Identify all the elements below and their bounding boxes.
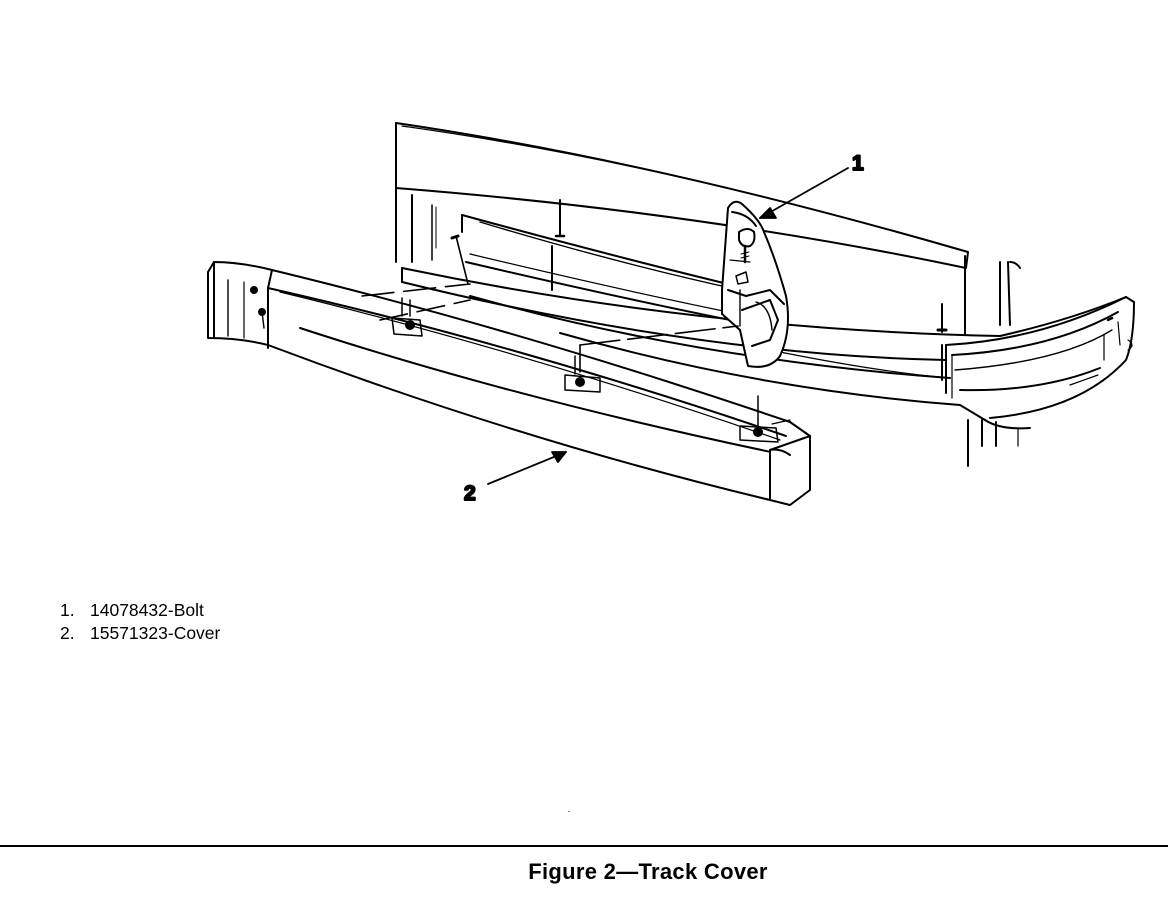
caption-rule (0, 845, 1168, 847)
mount-boss-3 (739, 395, 791, 443)
legend-item: 2. 15571323-Cover (60, 622, 220, 645)
mount-boss-2 (564, 355, 601, 393)
callout-2-label: 2 (464, 482, 476, 505)
track-cover (207, 261, 811, 506)
alignment-guides (361, 234, 741, 373)
parts-legend: 1. 14078432-Bolt 2. 15571323-Cover (60, 599, 220, 645)
figure-caption: Figure 2—Track Cover (528, 859, 768, 884)
legend-item: 1. 14078432-Bolt (60, 599, 220, 622)
legend-item-text: 15571323-Cover (90, 623, 221, 643)
scan-speck (568, 811, 570, 812)
legend-item-text: 14078432-Bolt (90, 600, 204, 620)
callout-leaders (487, 167, 849, 485)
mount-boss-1 (391, 297, 423, 337)
bolt (738, 228, 756, 264)
legend-item-number: 1. (60, 600, 75, 620)
legend-item-number: 2. (60, 623, 75, 643)
fastener-dot-1 (250, 286, 258, 294)
vehicle-body (395, 122, 1135, 467)
callout-1-label: 1 (852, 152, 864, 175)
